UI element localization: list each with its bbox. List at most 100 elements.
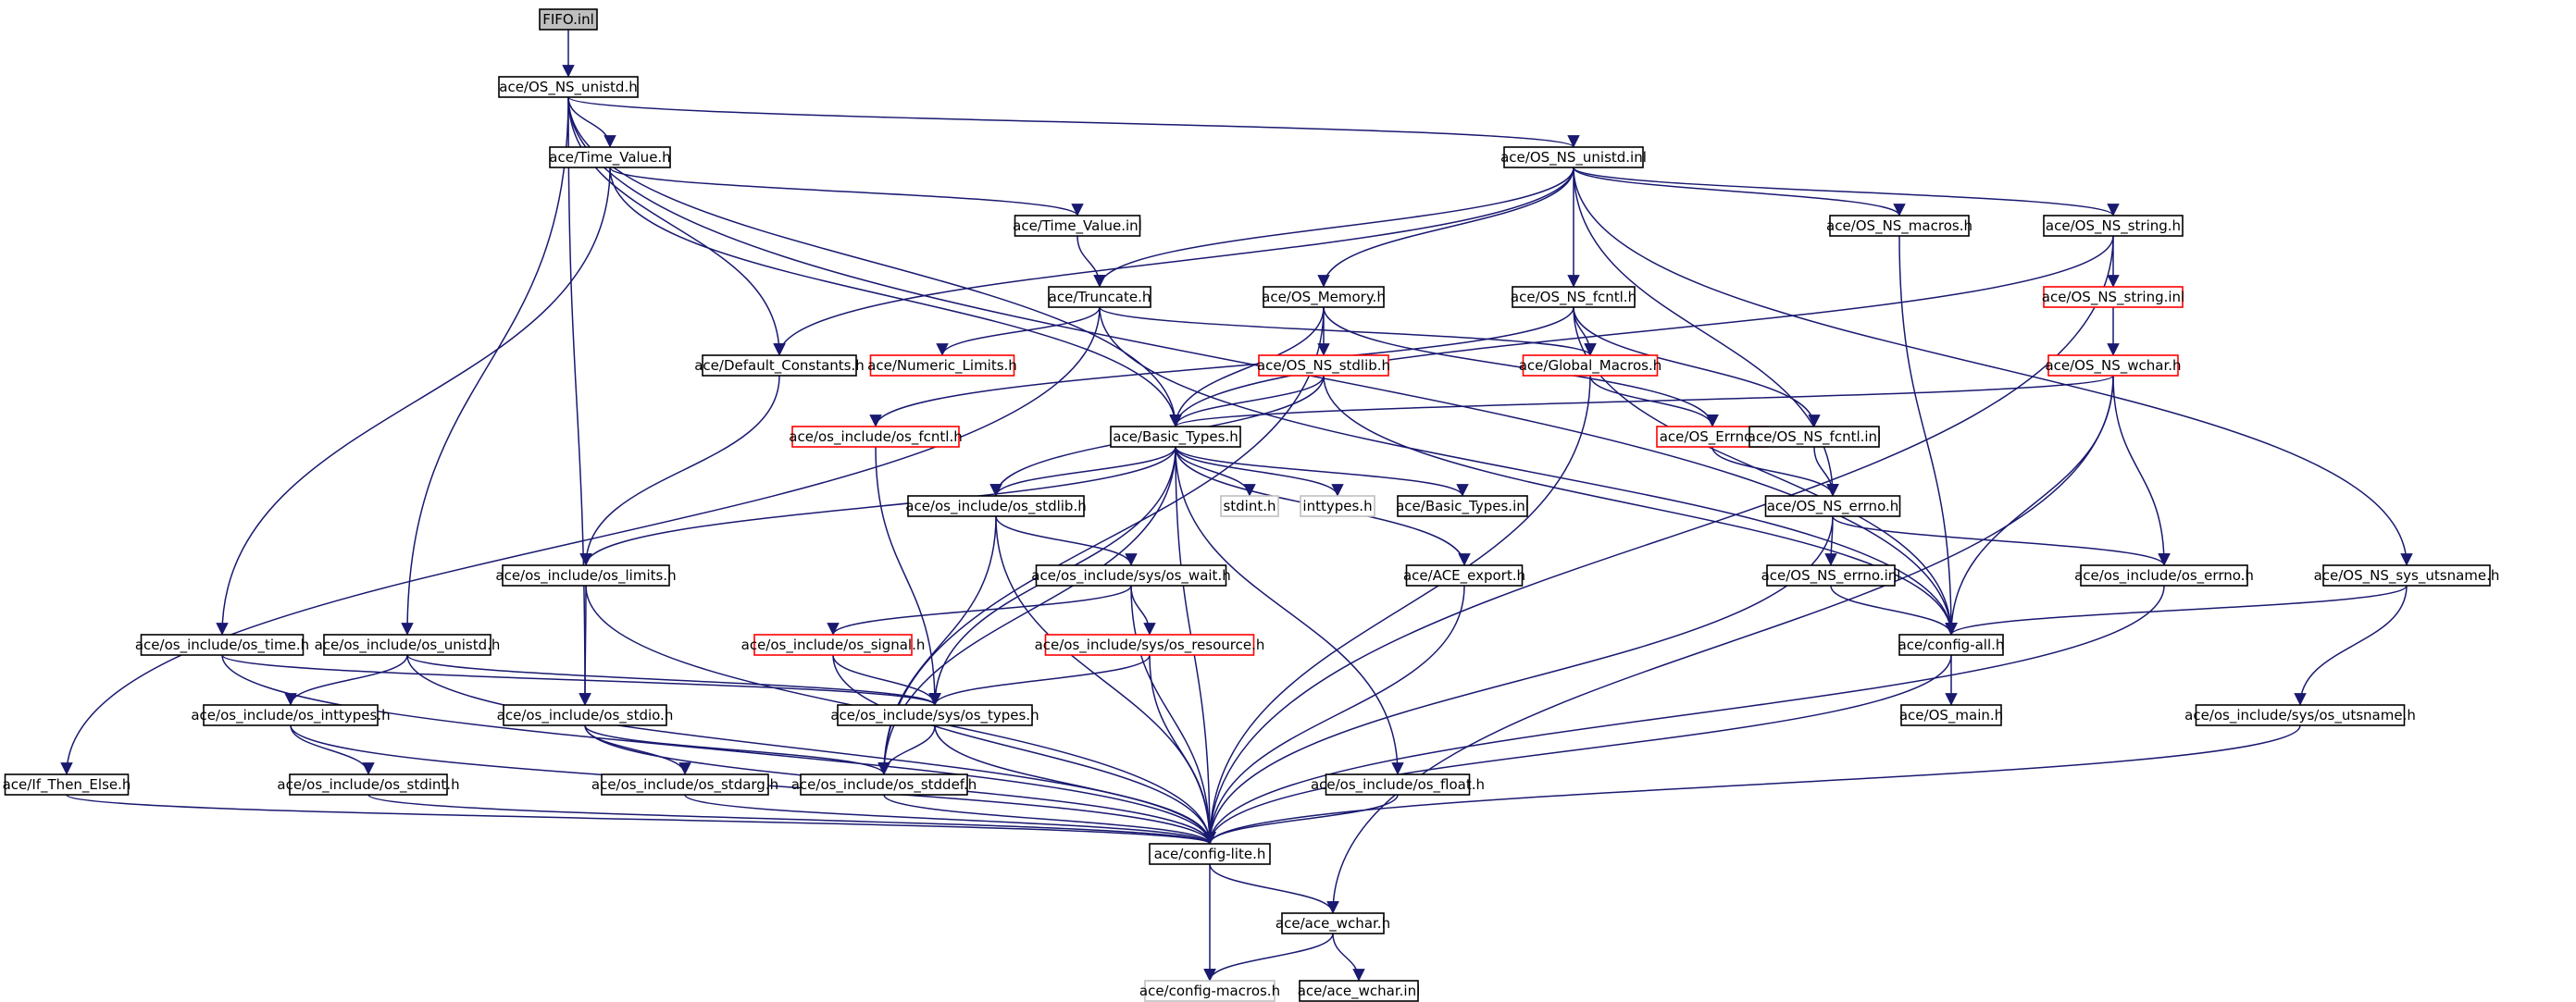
edge-os-memory-to-os-include-stddef: [877, 306, 1325, 775]
node-os-include-time[interactable]: ace/os_include/os_time.h: [135, 634, 309, 656]
node-box: [1397, 495, 1528, 517]
node-os-ns-unistd-h[interactable]: ace/OS_NS_unistd.h: [498, 76, 639, 98]
edge-os-ns-string-h-to-basic-types: [1169, 235, 2114, 427]
node-label: ace/os_include/os_signal.h: [741, 637, 926, 654]
node-os-ns-macros[interactable]: ace/OS_NS_macros.h: [1826, 215, 1972, 237]
node-fifo[interactable]: FIFO.inl: [539, 8, 598, 31]
node-basic-types[interactable]: ace/Basic_Types.h: [1110, 426, 1241, 448]
node-os-include-limits[interactable]: ace/os_include/os_limits.h: [495, 564, 677, 587]
node-box: [1766, 564, 1896, 587]
node-ace-export[interactable]: ace/ACE_export.h: [1403, 564, 1525, 587]
node-time-value-inl[interactable]: ace/Time_Value.inl: [1013, 215, 1142, 237]
node-label: stdint.h: [1223, 498, 1276, 514]
node-label: ace/os_include/os_time.h: [135, 637, 309, 654]
edge-os-ns-fcntl-h-to-os-include-fcntl: [869, 306, 1574, 427]
node-time-value-h[interactable]: ace/Time_Value.h: [549, 146, 671, 168]
node-truncate[interactable]: ace/Truncate.h: [1048, 286, 1151, 308]
node-os-include-stdio[interactable]: ace/os_include/os_stdio.h: [497, 704, 674, 726]
node-os-ns-string-inl[interactable]: ace/OS_NS_string.inl: [2042, 286, 2184, 308]
node-box: [1405, 564, 1524, 587]
node-os-ns-sys-utsname[interactable]: ace/OS_NS_sys_utsname.h: [2314, 564, 2500, 587]
edge-os-ns-macros-to-config-all: [1898, 235, 1958, 636]
node-os-ns-string-h[interactable]: ace/OS_NS_string.h: [2043, 215, 2184, 237]
node-box: [2080, 564, 2248, 587]
node-default-constants[interactable]: ace/Default_Constants.h: [694, 354, 865, 377]
node-label: ace/os_include/os_stdint.h: [277, 776, 459, 794]
node-os-main[interactable]: ace/OS_main.h: [1899, 704, 2003, 726]
node-os-ns-wchar[interactable]: ace/OS_NS_wchar.h: [2045, 354, 2182, 377]
node-os-include-stdint[interactable]: ace/os_include/os_stdint.h: [277, 773, 460, 796]
node-box: [869, 354, 1015, 377]
node-os-include-stddef[interactable]: ace/os_include/os_stddef.h: [791, 773, 977, 796]
edge-os-include-stdarg-to-config-lite: [684, 794, 1216, 845]
node-os-include-unistd[interactable]: ace/os_include/os_unistd.h: [315, 634, 501, 656]
edge-os-ns-fcntl-h-to-os-ns-fcntl-inl: [1573, 306, 1821, 427]
node-os-ns-unistd-inl[interactable]: ace/OS_NS_unistd.inl: [1500, 146, 1647, 168]
node-sys-os-types[interactable]: ace/os_include/sys/os_types.h: [830, 704, 1039, 726]
edge-time-value-h-to-os-include-time: [216, 167, 611, 636]
node-label: ace/OS_NS_string.inl: [2042, 289, 2184, 306]
node-label: ace/os_include/os_fcntl.h: [789, 428, 962, 446]
edge-os-include-errno-to-config-lite: [1203, 585, 2165, 845]
node-config-macros[interactable]: ace/config-macros.h: [1139, 980, 1280, 1002]
node-numeric-limits[interactable]: ace/Numeric_Limits.h: [867, 354, 1017, 377]
edge-os-include-limits-to-os-include-stdio: [579, 585, 591, 706]
node-label: ace/os_include/os_float.h: [1311, 776, 1485, 794]
node-os-include-stdarg[interactable]: ace/os_include/os_stdarg.h: [591, 773, 778, 796]
node-stdint[interactable]: stdint.h: [1220, 495, 1279, 517]
edge-sys-os-wait-to-os-include-signal: [827, 585, 1132, 636]
node-inttypes[interactable]: inttypes.h: [1300, 495, 1375, 517]
node-box: [1110, 426, 1241, 448]
node-os-include-stdlib[interactable]: ace/os_include/os_stdlib.h: [905, 495, 1087, 517]
node-box: [539, 8, 598, 31]
node-box: [1035, 564, 1227, 587]
node-sys-os-wait[interactable]: ace/os_include/sys/os_wait.h: [1031, 564, 1231, 587]
node-if-then-else[interactable]: ace/If_Then_Else.h: [3, 773, 131, 796]
edge-os-ns-stdlib-to-basic-types: [1169, 375, 1325, 427]
node-box: [1325, 773, 1471, 796]
node-box: [1829, 215, 1970, 237]
edge-default-constants-to-os-include-limits: [579, 375, 780, 566]
node-os-include-errno[interactable]: ace/os_include/os_errno.h: [2074, 564, 2254, 587]
node-label: inttypes.h: [1302, 498, 1372, 514]
node-os-include-fcntl[interactable]: ace/os_include/os_fcntl.h: [789, 426, 963, 448]
node-os-include-signal[interactable]: ace/os_include/os_signal.h: [741, 634, 926, 656]
node-os-ns-errno-inl[interactable]: ace/OS_NS_errno.inl: [1761, 564, 1901, 587]
node-os-errno-h[interactable]: ace/OS_Errno.h: [1656, 426, 1769, 448]
node-box: [1258, 354, 1389, 377]
edge-os-include-time-to-sys-os-types: [221, 654, 941, 706]
node-label: ace/Truncate.h: [1049, 289, 1151, 305]
node-os-include-float[interactable]: ace/os_include/os_float.h: [1311, 773, 1485, 796]
node-label: ace/os_include/sys/os_types.h: [830, 707, 1039, 724]
node-box: [907, 495, 1085, 517]
node-box: [203, 704, 379, 726]
node-label: ace/os_include/os_stddef.h: [791, 776, 977, 794]
node-ace-wchar-h[interactable]: ace/ace_wchar.h: [1276, 912, 1390, 934]
node-basic-types-inl[interactable]: ace/Basic_Types.inl: [1396, 495, 1529, 517]
node-box: [140, 634, 305, 656]
node-sys-os-utsname[interactable]: ace/os_include/sys/os_utsname.h: [2184, 704, 2416, 726]
node-os-ns-fcntl-h[interactable]: ace/OS_NS_fcntl.h: [1511, 286, 1636, 308]
node-box: [1220, 495, 1279, 517]
node-label: ace/os_include/os_errno.h: [2074, 567, 2254, 585]
edge-truncate-to-global-macros: [1099, 306, 1597, 356]
node-os-ns-stdlib[interactable]: ace/OS_NS_stdlib.h: [1257, 354, 1390, 377]
node-os-ns-fcntl-inl[interactable]: ace/OS_NS_fcntl.inl: [1748, 426, 1882, 448]
node-ace-wchar-inl[interactable]: ace/ace_wchar.inl: [1298, 980, 1421, 1002]
edge-os-ns-fcntl-inl-to-os-ns-errno-h: [1813, 446, 1839, 497]
node-label: ace/OS_NS_errno.h: [1767, 498, 1899, 515]
node-os-memory[interactable]: ace/OS_Memory.h: [1262, 286, 1386, 308]
node-os-ns-errno-h[interactable]: ace/OS_NS_errno.h: [1764, 495, 1901, 517]
node-box: [1048, 286, 1151, 308]
node-box: [1014, 215, 1141, 237]
node-sys-os-resource[interactable]: ace/os_include/sys/os_resource.h: [1035, 634, 1265, 656]
edge-sys-os-resource-to-sys-os-types: [928, 654, 1151, 706]
node-config-all[interactable]: ace/config-all.h: [1898, 634, 2005, 656]
node-box: [1149, 843, 1271, 865]
node-os-include-inttypes[interactable]: ace/os_include/os_inttypes.h: [191, 704, 391, 726]
node-config-lite[interactable]: ace/config-lite.h: [1149, 843, 1271, 865]
node-box: [2043, 215, 2184, 237]
edge-os-ns-unistd-h-to-os-ns-unistd-inl: [567, 96, 1580, 148]
node-global-macros[interactable]: ace/Global_Macros.h: [1519, 354, 1662, 377]
